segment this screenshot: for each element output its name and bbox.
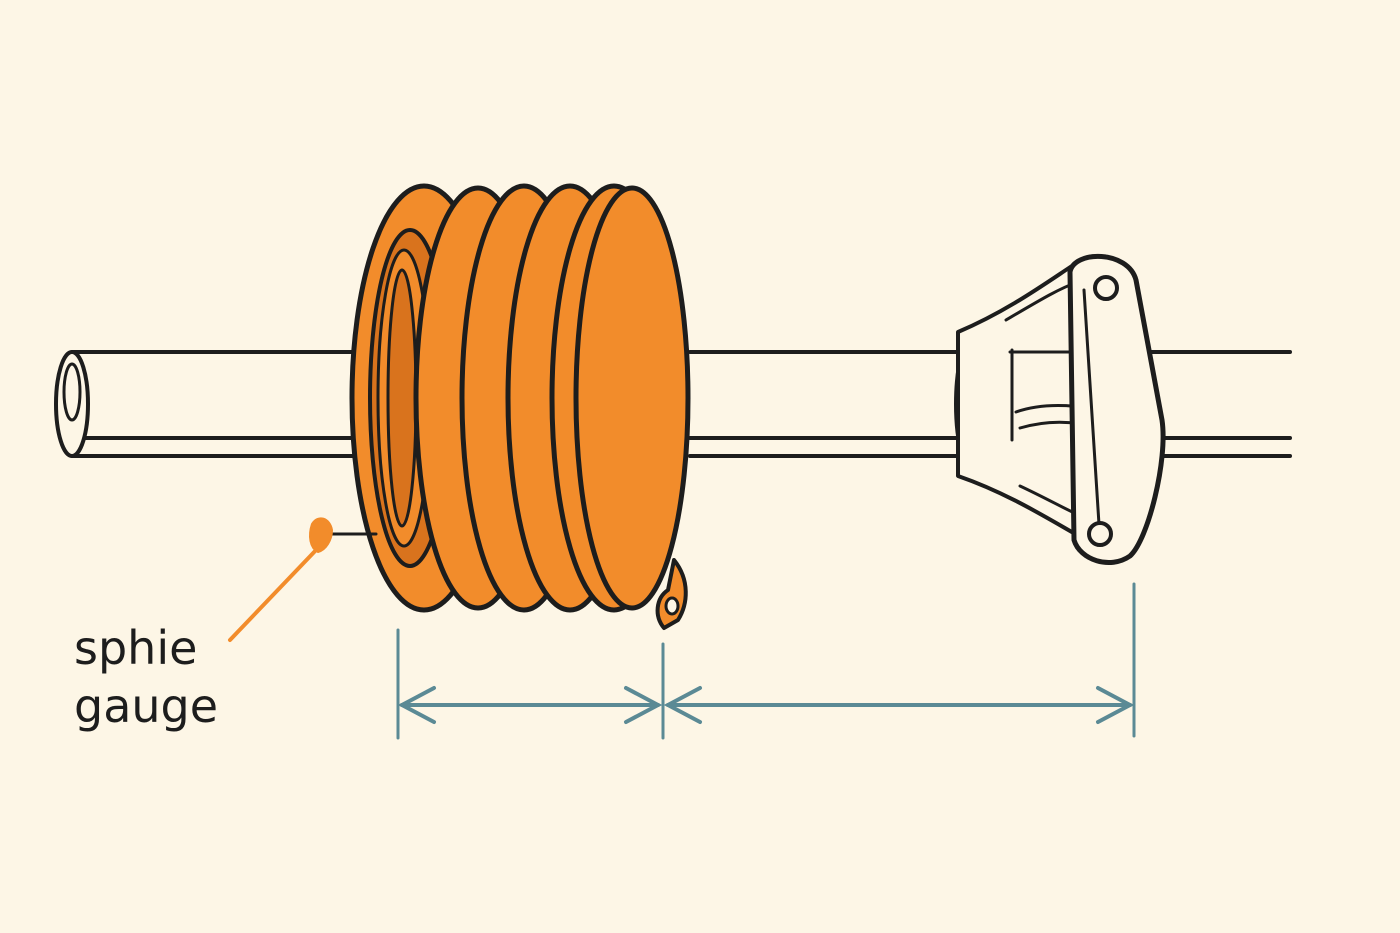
torsion-spring-icon: [349, 183, 691, 630]
bearing-bracket-icon: [954, 253, 1166, 566]
callout-label-line2: gauge: [74, 679, 218, 733]
dimension-lines: [396, 582, 1136, 740]
shaft-tube-icon: [54, 350, 1292, 458]
callout-label-line1: sphie: [74, 621, 197, 675]
pointer-arrow-icon: [228, 517, 378, 642]
pointer-head: [309, 517, 334, 554]
pointer-shaft: [228, 546, 320, 642]
